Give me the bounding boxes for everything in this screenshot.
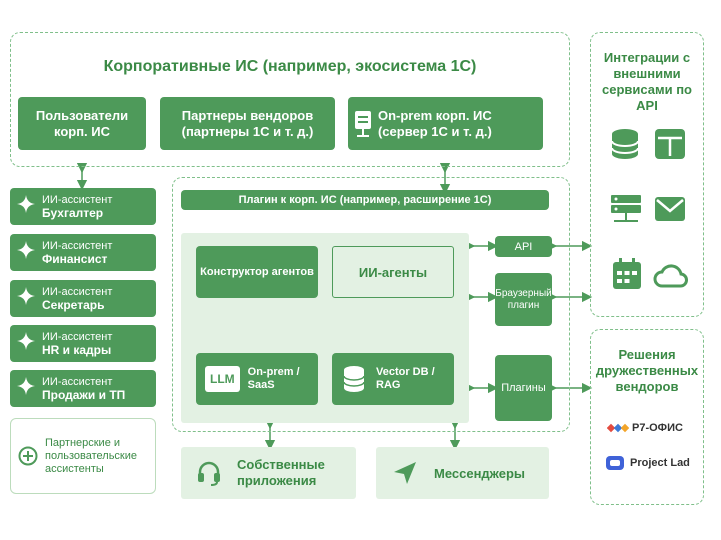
- integrations-title: Интеграции с внешними сервисами по API: [601, 50, 693, 113]
- integrations-zone: [590, 32, 704, 317]
- own-apps-label: Собственные приложения: [237, 457, 325, 488]
- sparkle-icon: [10, 286, 42, 312]
- sparkle-icon: [10, 331, 42, 357]
- agent-constructor-box[interactable]: Конструктор агентов: [196, 246, 318, 298]
- database-icon: [332, 365, 376, 393]
- onprem-label: On-prem корп. ИС (сервер 1С и т. д.): [377, 107, 492, 139]
- project-lad-logo: Project Lad: [605, 455, 690, 471]
- database-icon: [610, 128, 640, 165]
- partner-assistants-label: Партнерские и пользовательские ассистент…: [45, 436, 138, 475]
- api-box[interactable]: API: [495, 236, 552, 257]
- llm-label: On-prem / SaaS: [247, 366, 300, 391]
- sparkle-icon: [10, 194, 42, 220]
- server-icon: [610, 194, 642, 231]
- partners-box[interactable]: Партнеры вендоров (партнеры 1С и т. д.): [160, 97, 335, 150]
- vendor-r7: Р7-ОФИС: [632, 422, 683, 434]
- sparkle-icon: [10, 376, 42, 402]
- messengers-box[interactable]: Мессенджеры: [376, 447, 549, 499]
- assistant-name: Продажи и ТП: [42, 387, 126, 402]
- assistant-name: Бухгалтер: [42, 205, 104, 220]
- messengers-label: Мессенджеры: [434, 465, 525, 481]
- plugins-box[interactable]: Плагины: [495, 355, 552, 421]
- vendors-title: Решения дружественных вендоров: [595, 347, 699, 394]
- vector-db-box[interactable]: Vector DB / RAG: [332, 353, 454, 405]
- sparkle-icon: [10, 240, 42, 266]
- assistant-prefix: ИИ-ассистент: [42, 375, 113, 388]
- platform-zone: [172, 177, 570, 432]
- assistant-name: Финансист: [42, 251, 108, 266]
- spreadsheet-icon: [654, 128, 686, 165]
- assistant-prefix: ИИ-ассистент: [42, 239, 113, 252]
- assistant-prefix: ИИ-ассистент: [42, 193, 113, 206]
- onprem-box[interactable]: On-prem корп. ИС (сервер 1С и т. д.): [348, 97, 543, 150]
- assistant-name: Секретарь: [42, 297, 105, 312]
- assistant-prefix: ИИ-ассистент: [42, 285, 113, 298]
- plus-circle-icon: [11, 446, 45, 466]
- headset-icon: [181, 459, 237, 487]
- assistant-prefix: ИИ-ассистент: [42, 330, 113, 343]
- vendors-zone: [590, 329, 704, 505]
- send-arrow-icon: [376, 460, 434, 486]
- own-apps-box[interactable]: Собственные приложения: [181, 447, 356, 499]
- corp-is-zone: [10, 32, 570, 167]
- vector-db-label: Vector DB / RAG: [376, 366, 435, 391]
- cloud-icon: [653, 262, 689, 293]
- ai-agents-box[interactable]: ИИ-агенты: [332, 246, 454, 298]
- corp-is-title: Корпоративные ИС (например, экосистема 1…: [103, 58, 477, 75]
- llm-box[interactable]: LLM On-prem / SaaS: [196, 353, 318, 405]
- partner-assistants-box[interactable]: Партнерские и пользовательские ассистент…: [10, 418, 156, 494]
- assistant-name: HR и кадры: [42, 342, 112, 357]
- users-box[interactable]: Пользователи корп. ИС: [18, 97, 146, 150]
- mail-icon: [654, 196, 686, 227]
- server-bot-icon: [348, 109, 378, 139]
- vendor-project-lad: Project Lad: [630, 457, 690, 469]
- browser-plugin-box[interactable]: Браузерный плагин: [495, 273, 552, 326]
- llm-badge: LLM: [205, 366, 240, 392]
- r7-office-logo: Р7-ОФИС: [607, 420, 683, 436]
- calendar-icon: [612, 258, 642, 295]
- plugin-banner: Плагин к корп. ИС (например, расширение …: [181, 190, 549, 210]
